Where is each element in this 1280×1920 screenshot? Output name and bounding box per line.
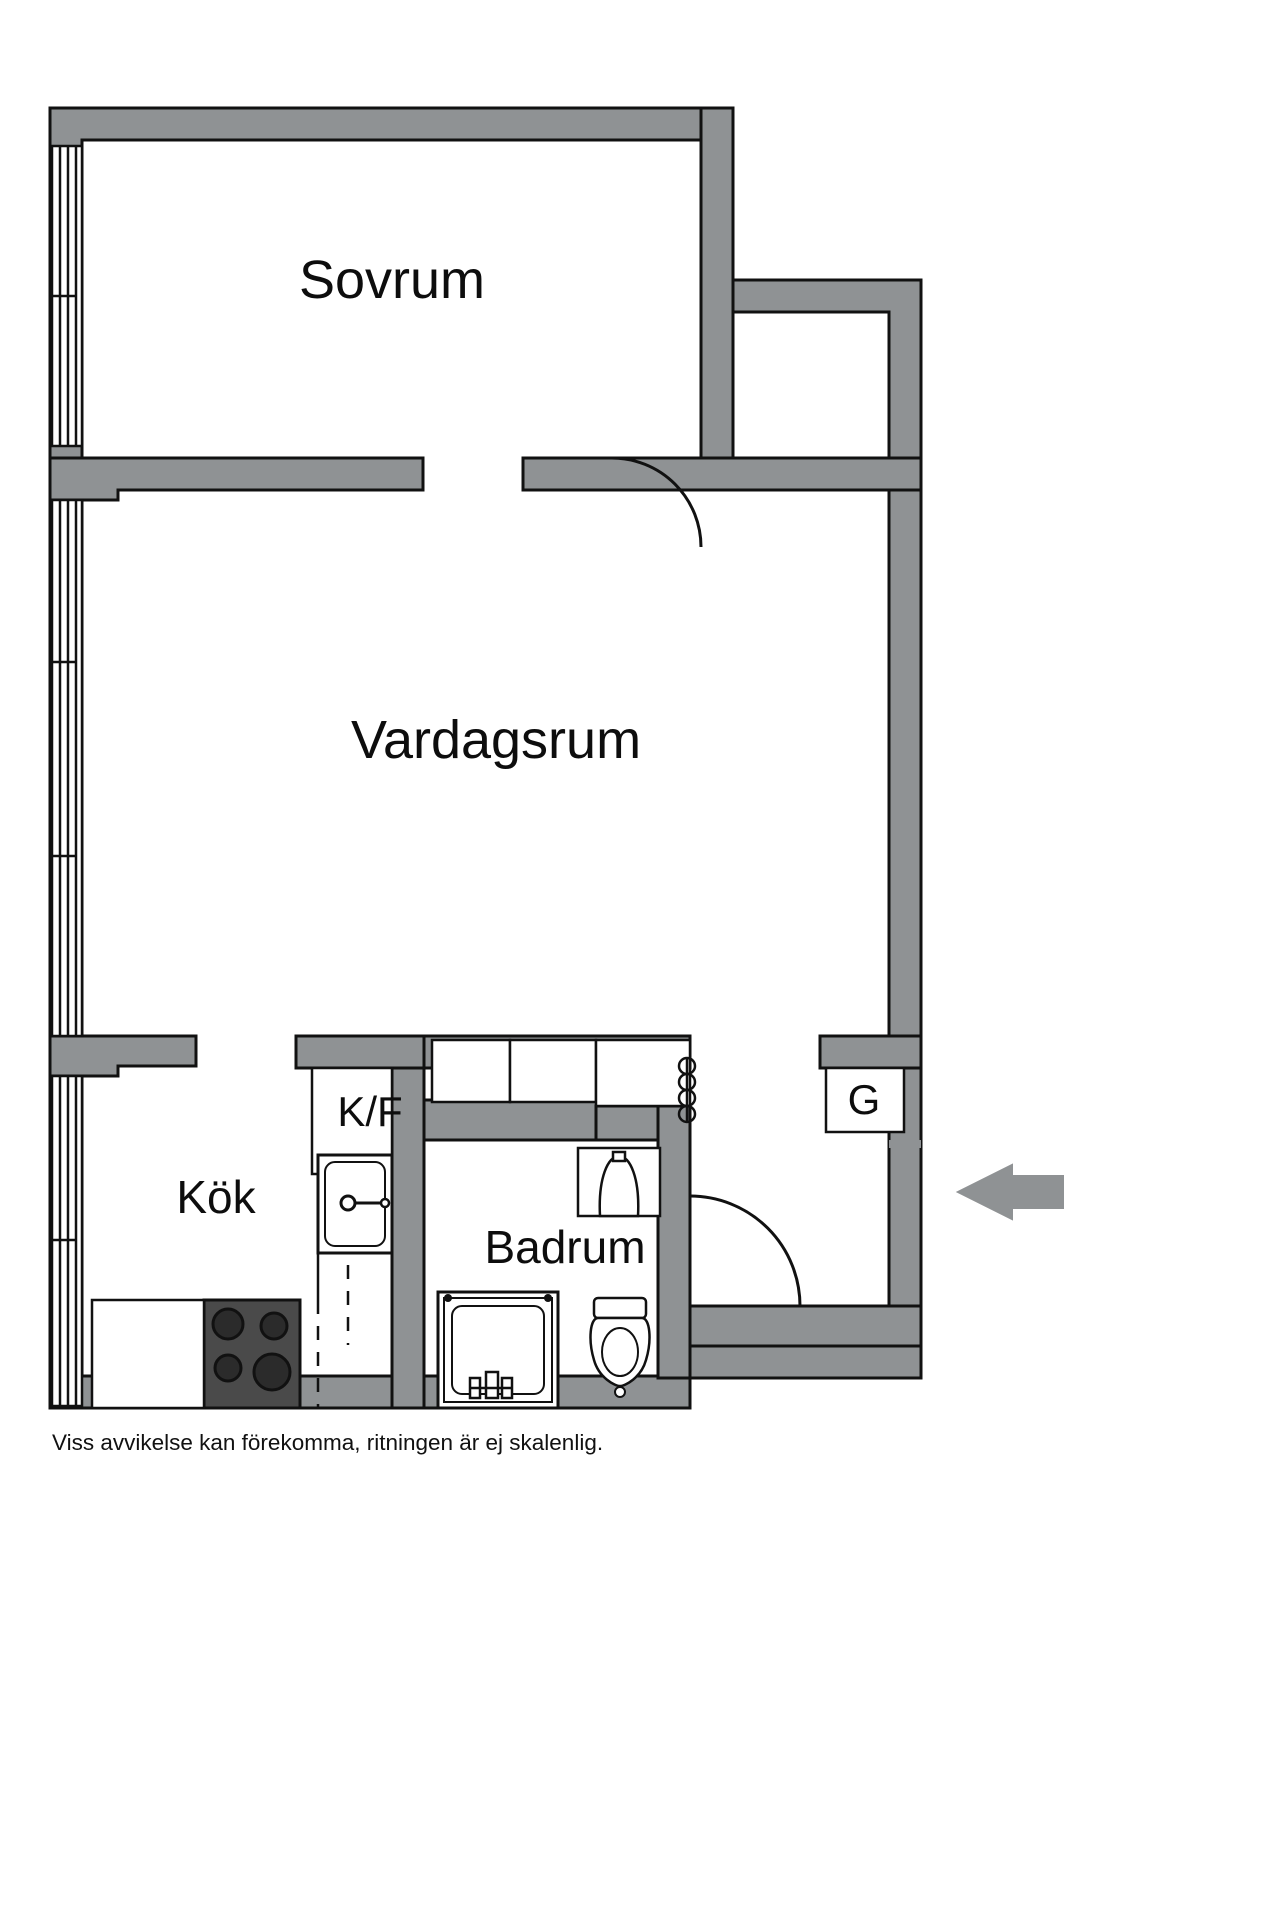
- radiator: [677, 1056, 697, 1124]
- kitchen-sink: [316, 1153, 394, 1255]
- room-label-badrum: Badrum: [484, 1221, 645, 1273]
- windows-west: [50, 144, 84, 1408]
- entrance-arrow: [955, 1163, 1064, 1221]
- disclaimer-caption: Viss avvikelse kan förekomma, ritningen …: [52, 1430, 603, 1455]
- wall-entry-lower: [688, 1304, 923, 1348]
- wall-bedroom-living-left: [48, 456, 425, 502]
- burner-icon: [213, 1353, 243, 1383]
- label-garderob: G: [848, 1076, 881, 1123]
- bedroom-door: [611, 456, 703, 548]
- wall-hall-vertical: [699, 106, 735, 460]
- stove-cooktop: [202, 1298, 302, 1410]
- closet-cell: [594, 1038, 692, 1108]
- washing-machine: [468, 1370, 514, 1400]
- burner-icon: [252, 1352, 292, 1392]
- room-label-kok: Kök: [176, 1171, 256, 1223]
- basin-faucet-icon: [611, 1150, 627, 1163]
- kitchen-lower-counter: [90, 1298, 206, 1410]
- bathroom-sink: [576, 1146, 662, 1218]
- closet-cell: [508, 1038, 598, 1104]
- sink-drain-icon: [339, 1194, 357, 1212]
- room-label-vardagsrum: Vardagsrum: [351, 710, 641, 770]
- wall-bathroom-right: [656, 1104, 692, 1380]
- wall-living-kitchen-left: [48, 1034, 198, 1078]
- label-kyl-frys: K/F: [337, 1088, 402, 1135]
- shower-corner-node-icon: [444, 1294, 452, 1302]
- toilet: [589, 1296, 651, 1398]
- closet-cell: [430, 1038, 512, 1104]
- room-label-sovrum: Sovrum: [299, 250, 485, 310]
- window: [50, 1074, 84, 1408]
- doors: [611, 456, 802, 1307]
- faucet-icon: [379, 1197, 391, 1209]
- wall-bedroom-living-right: [521, 456, 923, 492]
- window: [50, 144, 84, 448]
- wardrobe-closet: [824, 1066, 906, 1134]
- burner-icon: [211, 1307, 245, 1341]
- bathroom-door: [688, 1194, 802, 1307]
- shower-tray: [436, 1290, 560, 1410]
- wall-kitchen-top: [294, 1034, 426, 1070]
- wall-wardrobe-top: [818, 1034, 923, 1070]
- burner-icon: [259, 1311, 289, 1341]
- window: [50, 498, 84, 1038]
- wall-closet-band: [422, 1098, 602, 1142]
- shower-corner-node-icon: [544, 1294, 552, 1302]
- g-closet-box: [824, 1066, 906, 1134]
- toilet-cistern-icon: [592, 1296, 648, 1320]
- hall-closets: [430, 1038, 692, 1108]
- wall-step: [889, 1140, 921, 1148]
